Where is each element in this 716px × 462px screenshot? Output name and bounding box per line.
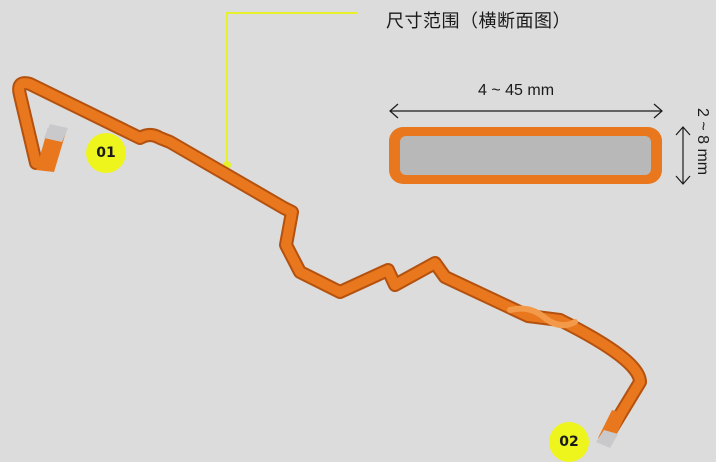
marker-badge-02: 02 (549, 422, 589, 462)
marker-badge-01: 01 (86, 133, 126, 173)
terminal-tip-01 (44, 124, 68, 142)
terminal-tip-02 (596, 430, 618, 448)
cross-section-core (400, 136, 651, 175)
marker-label-02: 02 (559, 434, 579, 450)
callout-leader-line (226, 12, 357, 163)
height-range-label: 2 ~ 8 mm (694, 108, 711, 176)
marker-label-01: 01 (96, 145, 116, 161)
busbar-body (14, 78, 645, 443)
cross-section-title: 尺寸范围（横断面图） (386, 11, 571, 32)
width-dimension-arrow (389, 103, 663, 119)
height-dimension-arrow (675, 126, 691, 185)
width-range-label: 4 ~ 45 mm (478, 82, 555, 99)
busbar-twist (507, 305, 578, 329)
